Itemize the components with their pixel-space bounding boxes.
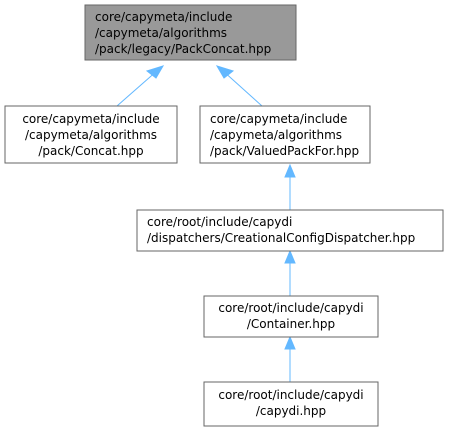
node-label-line: /pack/legacy/PackConcat.hpp: [95, 42, 271, 56]
node-concat[interactable]: core/capymeta/include /capymeta/algorith…: [4, 105, 178, 164]
node-label-line: core/capymeta/include: [210, 112, 347, 126]
edge-arrowhead: [284, 335, 296, 350]
node-label-line: /Container.hpp: [247, 317, 335, 331]
edge-capydi-to-container: [284, 335, 296, 382]
node-label-line: core/capymeta/include: [95, 10, 232, 24]
node-label-line: core/root/include/capydi: [147, 215, 292, 229]
edge-creational-to-valuedpackfor: [284, 163, 296, 210]
node-label-line: /capymeta/algorithms: [95, 26, 227, 40]
graph-nodes: core/capymeta/include /capymeta/algorith…: [4, 4, 444, 427]
edge-concat-to-packconcat: [116, 65, 165, 107]
node-creational[interactable]: core/root/include/capydi /dispatchers/Cr…: [136, 209, 444, 252]
node-label-line: /capydi.hpp: [256, 404, 326, 418]
node-label-line: /pack/ValuedPackFor.hpp: [210, 144, 359, 158]
edge-arrowhead: [284, 163, 296, 178]
node-container[interactable]: core/root/include/capydi /Container.hpp: [203, 295, 379, 338]
node-label-line: core/root/include/capydi: [218, 301, 363, 315]
node-label-line: /pack/Concat.hpp: [38, 144, 143, 158]
node-capydi[interactable]: core/root/include/capydi /capydi.hpp: [203, 381, 379, 427]
graph-edges: [116, 65, 296, 382]
node-label-line: core/capymeta/include: [22, 112, 159, 126]
node-label-line: /capymeta/algorithms: [25, 128, 157, 142]
node-label-line: /capymeta/algorithms: [210, 128, 342, 142]
edge-valuedpackfor-to-packconcat: [215, 65, 263, 107]
node-packconcat-legacy[interactable]: core/capymeta/include /capymeta/algorith…: [84, 4, 297, 61]
node-label-line: core/root/include/capydi: [218, 388, 363, 402]
node-valuedpackfor[interactable]: core/capymeta/include /capymeta/algorith…: [199, 105, 371, 164]
edge-arrowhead: [145, 65, 165, 79]
edge-container-to-creational: [284, 249, 296, 296]
node-label-line: /dispatchers/CreationalConfigDispatcher.…: [147, 231, 415, 245]
edge-arrowhead: [215, 65, 235, 79]
edge-arrowhead: [284, 249, 296, 264]
